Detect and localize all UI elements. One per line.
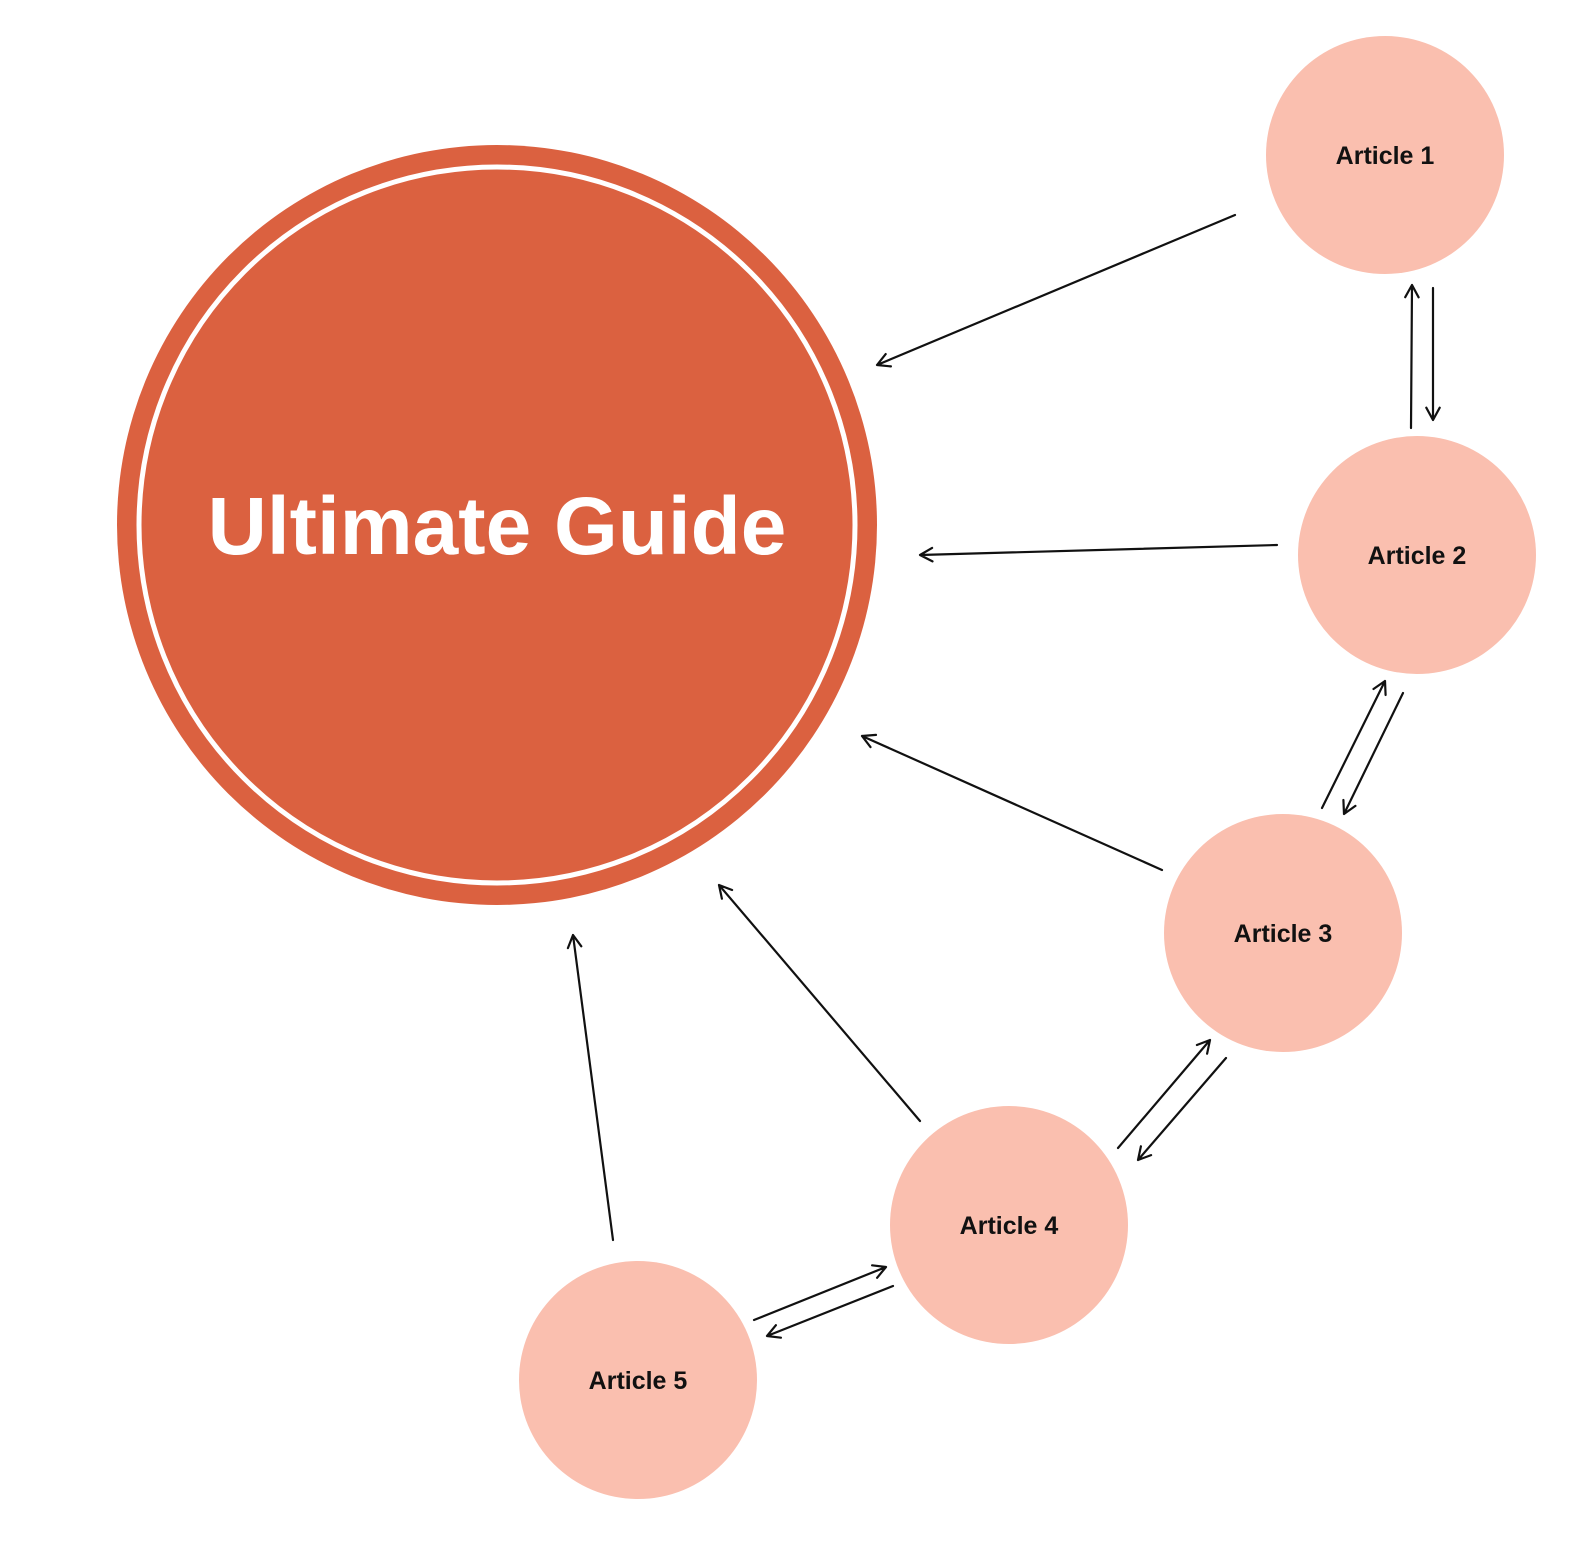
arrow-a3-to-a4 bbox=[1136, 1056, 1228, 1162]
article-node-1: Article 1 bbox=[1266, 36, 1504, 274]
article-5-label: Article 5 bbox=[589, 1367, 688, 1395]
arrow-a5-to-hub bbox=[566, 933, 615, 1242]
article-node-4: Article 4 bbox=[890, 1106, 1128, 1344]
arrow-a1-to-a2 bbox=[1425, 286, 1441, 422]
article-2-circle bbox=[1298, 436, 1536, 674]
article-4-circle bbox=[890, 1106, 1128, 1344]
article-node-5: Article 5 bbox=[519, 1261, 757, 1499]
arrow-a3-to-hub bbox=[860, 733, 1164, 872]
hub-circle bbox=[117, 145, 877, 905]
hub-inner-ring bbox=[136, 164, 858, 886]
arrow-a2-to-a1 bbox=[1404, 283, 1420, 430]
link-arrows bbox=[566, 213, 1441, 1339]
arrow-a4-to-hub bbox=[717, 883, 922, 1123]
article-2-label: Article 2 bbox=[1368, 542, 1467, 570]
hub-title: Ultimate Guide bbox=[208, 481, 787, 572]
arrow-a3-to-a2 bbox=[1320, 679, 1387, 810]
arrow-a5-to-a4 bbox=[752, 1264, 888, 1322]
article-5-circle bbox=[519, 1261, 757, 1499]
arrow-a2-to-hub bbox=[918, 543, 1279, 563]
article-1-label: Article 1 bbox=[1336, 142, 1435, 170]
article-1-circle bbox=[1266, 36, 1504, 274]
article-node-3: Article 3 bbox=[1164, 814, 1402, 1052]
arrow-a4-to-a5 bbox=[765, 1284, 895, 1339]
article-3-label: Article 3 bbox=[1234, 920, 1333, 948]
arrow-a2-to-a3 bbox=[1342, 691, 1405, 816]
hub-node-ultimate-guide: Ultimate Guide bbox=[117, 145, 877, 905]
article-3-circle bbox=[1164, 814, 1402, 1052]
article-node-2: Article 2 bbox=[1298, 436, 1536, 674]
article-4-label: Article 4 bbox=[960, 1212, 1059, 1240]
arrow-a4-to-a3 bbox=[1116, 1038, 1212, 1150]
arrow-a1-to-hub bbox=[875, 213, 1237, 368]
